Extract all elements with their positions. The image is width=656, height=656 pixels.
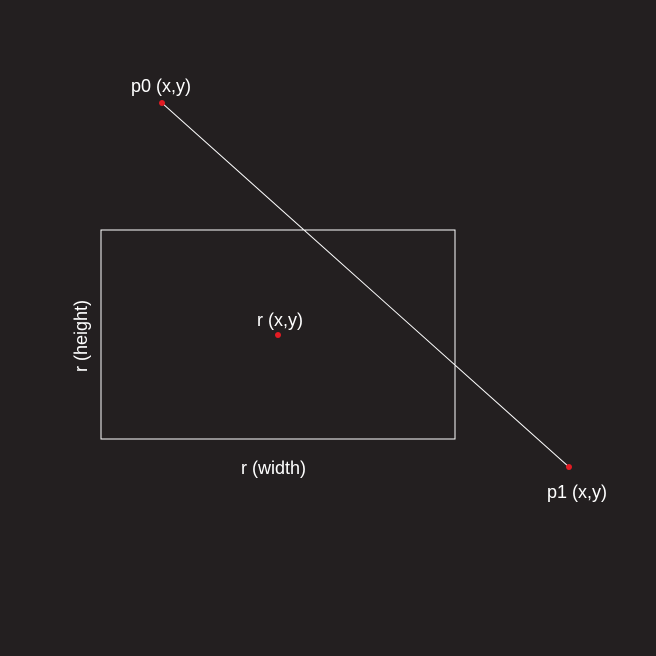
label-r-height: r (height) bbox=[71, 300, 91, 372]
rectangle-r bbox=[100, 229, 456, 440]
label-r-width: r (width) bbox=[241, 458, 306, 478]
point-r-center bbox=[275, 332, 281, 338]
line-p0-p1 bbox=[161, 102, 570, 468]
point-p1 bbox=[566, 464, 572, 470]
label-r-center: r (x,y) bbox=[257, 310, 303, 330]
label-p1: p1 (x,y) bbox=[547, 482, 607, 502]
label-p0: p0 (x,y) bbox=[131, 76, 191, 96]
point-p0 bbox=[159, 100, 165, 106]
